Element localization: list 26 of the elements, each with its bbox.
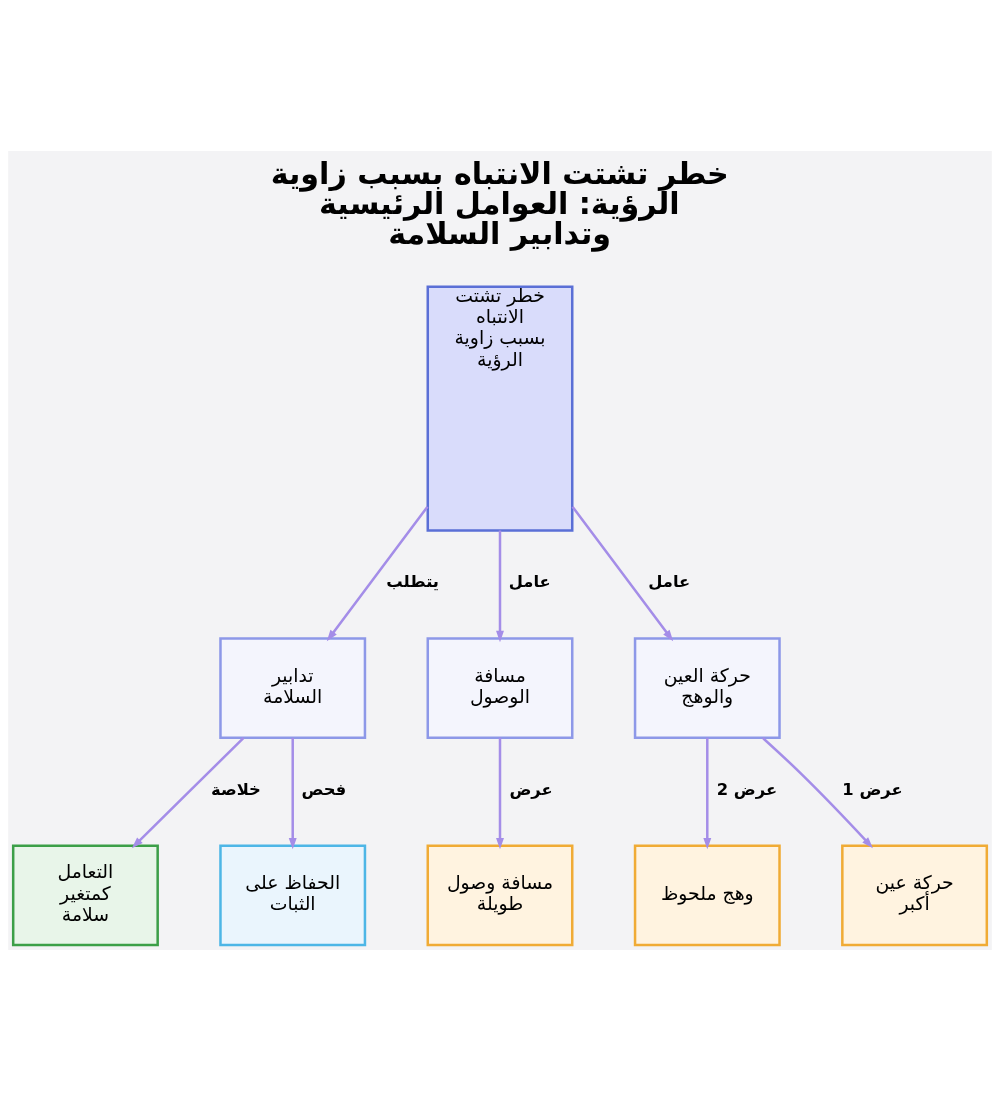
edge-label: عرض 1 — [842, 779, 903, 799]
arrow — [703, 737, 712, 849]
node-box: الحفاظ على الثبات — [219, 843, 367, 946]
diagram-title: خطر تشتت الانتباه بسبب زاوية الرؤية: العوامل الرئيسية وتدابير السلامة — [270, 155, 729, 251]
edge-label: خلاصة — [211, 779, 261, 799]
edge-label: عامل — [648, 571, 691, 591]
arrow — [761, 736, 873, 848]
edge-label: عرض — [509, 779, 553, 799]
arrow — [326, 505, 429, 641]
node-box: وهج ملحوظ — [633, 843, 781, 946]
edge-label: فحص — [301, 779, 347, 799]
node-box: التعامل كمتغير سلامة — [11, 843, 159, 946]
node-box: مسافة وصول طويلة — [426, 843, 574, 946]
node-box: حركة العين والوهج — [633, 636, 781, 739]
node-box: حركة عين أكبر — [841, 843, 989, 946]
edge-label: عامل — [508, 571, 551, 591]
arrow — [496, 737, 504, 849]
node-box: خطر تشتت الانتباه بسبب زاوية الرؤية — [426, 284, 574, 532]
edge-label: عرض 2 — [716, 779, 778, 799]
arrow — [496, 530, 504, 642]
arrow — [131, 736, 245, 848]
node-box: تدابير السلامة — [219, 636, 367, 739]
node-box: مسافة الوصول — [426, 636, 574, 739]
arrow — [571, 505, 674, 641]
edge-label: يتطلب — [386, 571, 439, 591]
arrow — [288, 737, 297, 849]
